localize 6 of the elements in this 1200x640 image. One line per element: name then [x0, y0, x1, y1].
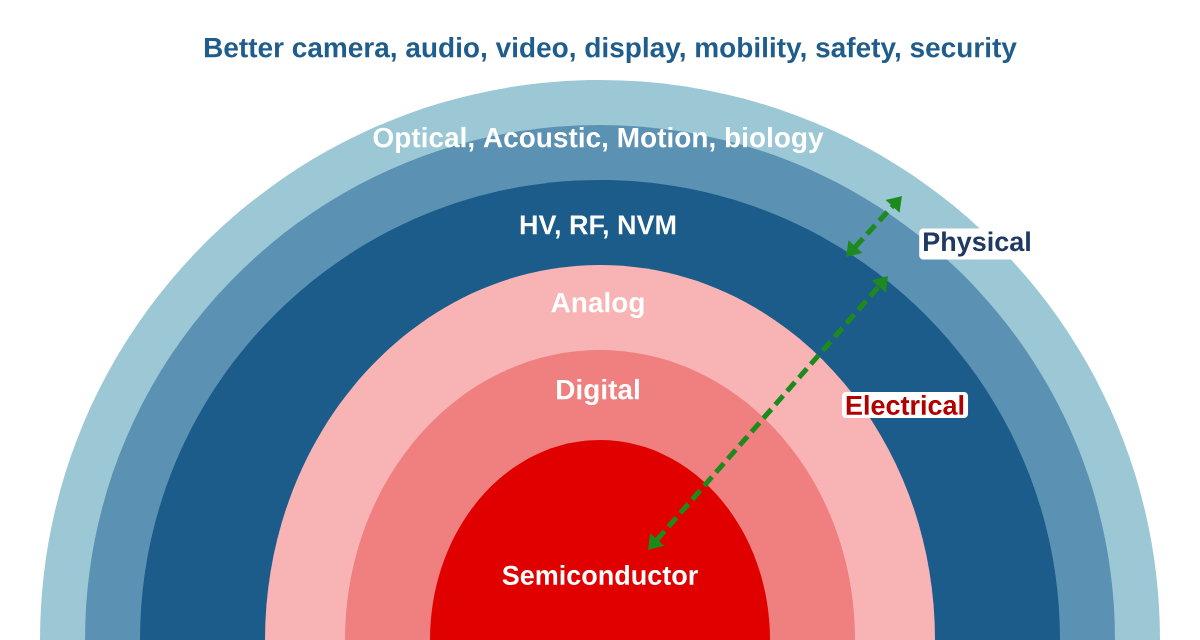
- double-arrow: [648, 276, 888, 550]
- double-arrow: [846, 196, 902, 257]
- ring-band: Semiconductor: [430, 440, 770, 640]
- node-label: Better camera, audio, video, display, mobility, safety, security: [204, 36, 1017, 64]
- band-label: Physical: [919, 228, 1035, 260]
- band-label: Electrical: [841, 392, 969, 418]
